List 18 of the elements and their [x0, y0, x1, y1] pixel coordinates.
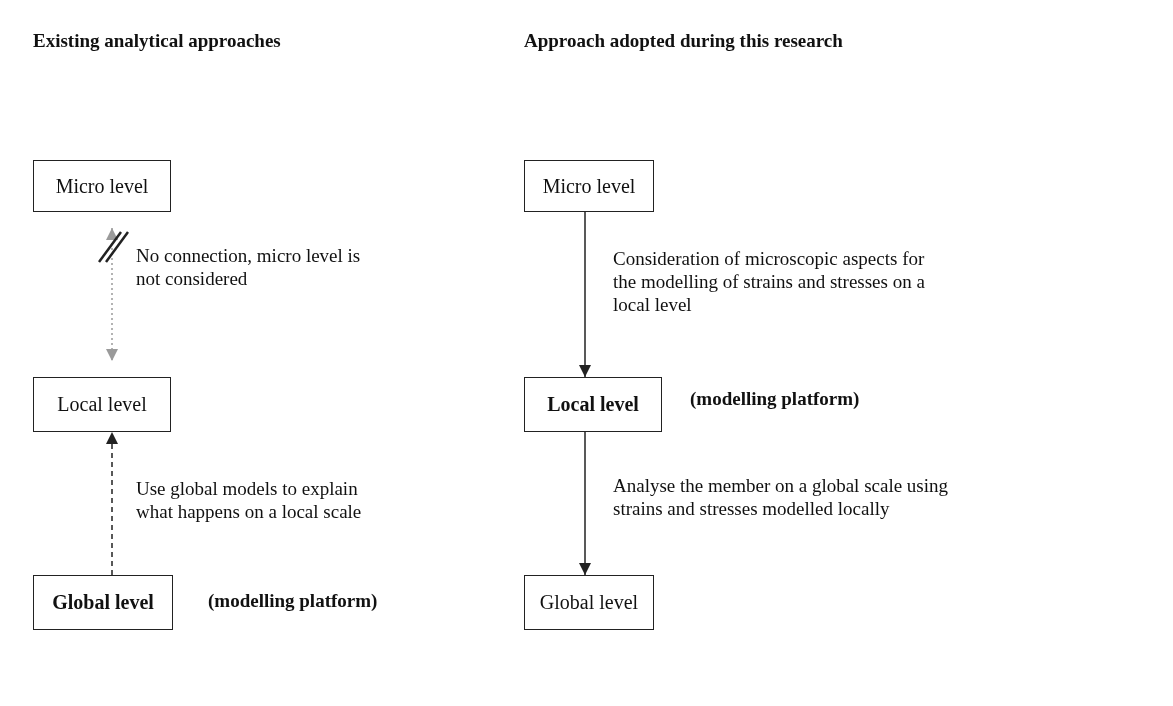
edge-label: Consideration of microscopic aspects for the modelling of strains and stresses on a local level [613, 248, 926, 317]
node-note: (modelling platform) [690, 388, 860, 411]
level-box: Global level [524, 575, 654, 630]
node-note: (modelling platform) [208, 590, 378, 613]
column-heading: Existing analytical approaches [33, 30, 281, 53]
level-box: Micro level [33, 160, 171, 212]
level-box: Micro level [524, 160, 654, 212]
edge-label: Analyse the member on a global scale using strains and stresses modelled locally [613, 475, 950, 521]
column-heading: Approach adopted during this research [524, 30, 843, 53]
level-box: Global level [33, 575, 173, 630]
edge-label: Use global models to explain what happens on a local scale [136, 478, 363, 524]
arrow [579, 431, 591, 576]
arrow [579, 211, 591, 378]
arrow [106, 431, 118, 576]
edge-label: No connection, micro level is not considered [136, 245, 362, 291]
level-box: Local level [33, 377, 171, 432]
arrow [106, 227, 118, 362]
level-box: Local level [524, 377, 662, 432]
